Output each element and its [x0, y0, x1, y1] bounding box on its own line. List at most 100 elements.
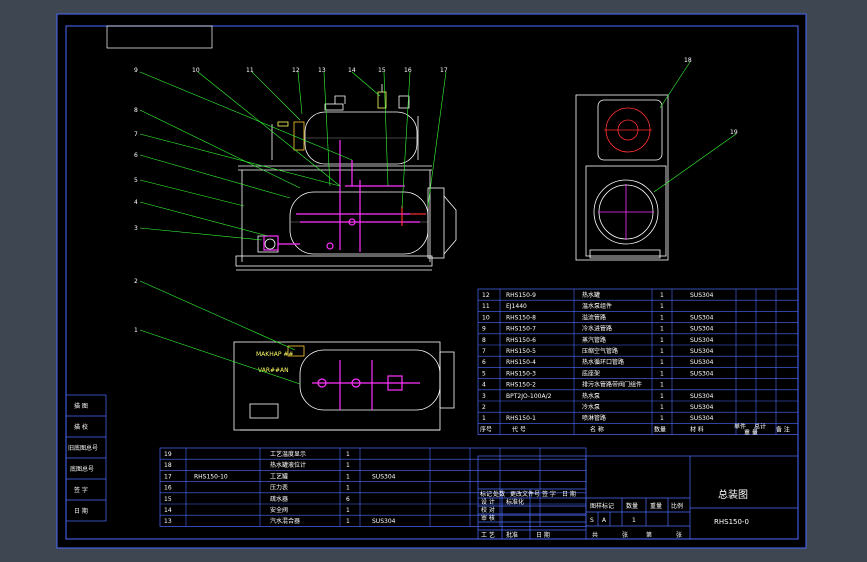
plan-label-2: VAR##AN	[258, 367, 289, 374]
title-qty-label: 数量	[626, 502, 638, 510]
side-label-2: 描 校	[74, 423, 88, 431]
balloon-3: 3	[134, 225, 138, 232]
parts-cell-no: 1	[482, 415, 486, 422]
balloon-16: 16	[404, 67, 412, 74]
parts-cell-qty: 1	[660, 314, 664, 321]
parts-cell-qty: 1	[660, 292, 664, 299]
parts-cell-mat: SUS304	[690, 314, 714, 321]
parts-cell-no: 3	[482, 393, 486, 400]
lower-parts-cell-name: 工艺温度显示	[270, 450, 306, 458]
drawing-title: 总装图	[718, 488, 748, 501]
title-date: 日 期	[536, 531, 550, 539]
lower-parts-cell-qty: 6	[346, 496, 350, 503]
parts-cell-no: 8	[482, 337, 486, 344]
title-stage-mark: 图样标记	[590, 502, 614, 510]
front-view-pipes	[263, 140, 420, 252]
side-view	[575, 94, 669, 261]
lower-parts-cell-name: 汽水混合器	[270, 517, 300, 525]
balloon-4: 4	[134, 199, 138, 206]
lower-parts-cell-no: 16	[164, 485, 172, 492]
title-role-2: 校 对	[481, 506, 495, 514]
lower-parts-cell-qty: 1	[346, 507, 350, 514]
lower-parts-cell-no: 14	[164, 507, 172, 514]
parts-cell-code: EJ1440	[506, 303, 527, 310]
parts-cell-no: 6	[482, 359, 486, 366]
title-mark-col-2: 处数	[493, 490, 505, 498]
parts-cell-no: 10	[482, 314, 490, 321]
title-qty-value: 1	[632, 517, 636, 524]
parts-header-weight: 重 量	[744, 428, 758, 436]
lower-parts-cell-name: 疏水器	[270, 495, 288, 503]
parts-cell-no: 9	[482, 326, 486, 333]
parts-cell-no: 11	[482, 303, 490, 310]
balloon-8: 8	[134, 107, 138, 114]
drawing-number: RHS150-0	[714, 518, 749, 526]
balloon-7: 7	[134, 131, 138, 138]
parts-cell-no: 12	[482, 292, 490, 299]
parts-cell-code: RHS150-2	[506, 382, 536, 389]
front-view-red	[401, 206, 426, 226]
parts-header-mat: 材 料	[690, 425, 704, 433]
parts-header-qty: 数量	[654, 425, 666, 433]
balloon-6: 6	[134, 152, 138, 159]
side-label-4: 底图总号	[70, 465, 94, 473]
title-role-1: 设 计	[481, 498, 495, 506]
parts-cell-qty: 1	[660, 382, 664, 389]
parts-cell-code: RHS150-8	[506, 314, 536, 321]
parts-cell-name: 底座架	[582, 369, 600, 377]
title-sheets-word: 张	[622, 531, 628, 539]
lower-parts-cell-name: 工艺罐	[270, 472, 288, 480]
parts-cell-qty: 1	[660, 359, 664, 366]
inner-frame	[65, 25, 799, 540]
parts-cell-name: 热水循环口管路	[582, 358, 624, 366]
parts-cell-mat: SUS304	[690, 393, 714, 400]
parts-cell-code: RHS150-9	[506, 292, 536, 299]
title-sheets-word-2: 张	[676, 531, 682, 539]
parts-cell-name: 喷淋管路	[582, 414, 606, 422]
parts-cell-code: BPT2JO-100A/2	[506, 393, 552, 400]
balloon-2: 2	[134, 278, 138, 285]
parts-header-unit: 单件	[734, 422, 746, 430]
side-label-3: 旧底图总号	[68, 444, 98, 452]
parts-cell-code: RHS150-7	[506, 326, 536, 333]
title-block	[477, 455, 799, 540]
side-label-5: 签 字	[74, 486, 88, 494]
parts-cell-no: 5	[482, 370, 486, 377]
title-sheets-total: 共	[592, 531, 598, 539]
title-mark-col-4: 签 字	[542, 490, 556, 498]
balloon-9: 9	[134, 67, 138, 74]
lower-parts-cell-name: 热水罐液位计	[270, 461, 306, 469]
balloon-19: 19	[730, 129, 738, 136]
lower-parts-cell-qty: 1	[346, 485, 350, 492]
parts-header-remark: 备 注	[776, 425, 790, 433]
front-view	[235, 84, 457, 271]
balloon-10: 10	[192, 67, 200, 74]
lower-parts-cell-name: 压力表	[270, 484, 288, 492]
parts-cell-mat: SUS304	[690, 337, 714, 344]
title-mark-a: A	[602, 517, 607, 524]
title-mark-col-3: 更改文件号	[510, 490, 540, 498]
parts-cell-qty: 1	[660, 393, 664, 400]
parts-cell-qty: 1	[660, 337, 664, 344]
parts-cell-mat: SUS304	[690, 415, 714, 422]
parts-header-no: 序号	[480, 425, 492, 433]
title-scale-label: 比例	[671, 502, 683, 510]
balloon-17: 17	[440, 67, 448, 74]
lower-parts-cell-no: 13	[164, 518, 172, 525]
parts-header-name: 名 称	[590, 425, 604, 433]
balloon-numbers: 1 2 3 4 5 6 7 8 9 10 11 12 13 14 15 16 1…	[134, 57, 738, 334]
parts-cell-name: 排污水管路带阀门组件	[582, 381, 642, 389]
title-sheet-no: 第	[646, 531, 652, 539]
parts-cell-code: RHS150-1	[506, 415, 536, 422]
parts-cell-qty: 1	[660, 404, 664, 411]
lower-parts-cell-name: 安全阀	[270, 506, 288, 514]
parts-cell-name: 热水罐	[582, 291, 600, 299]
lower-parts-cell-code: RHS150-10	[194, 473, 228, 480]
title-mark-s: S	[590, 517, 594, 524]
lower-parts-cell-qty: 1	[346, 451, 350, 458]
plan-view	[233, 341, 455, 431]
lower-parts-cell-mat: SUS304	[372, 518, 396, 525]
parts-cell-mat: SUS304	[690, 404, 714, 411]
parts-cell-mat: SUS304	[690, 292, 714, 299]
